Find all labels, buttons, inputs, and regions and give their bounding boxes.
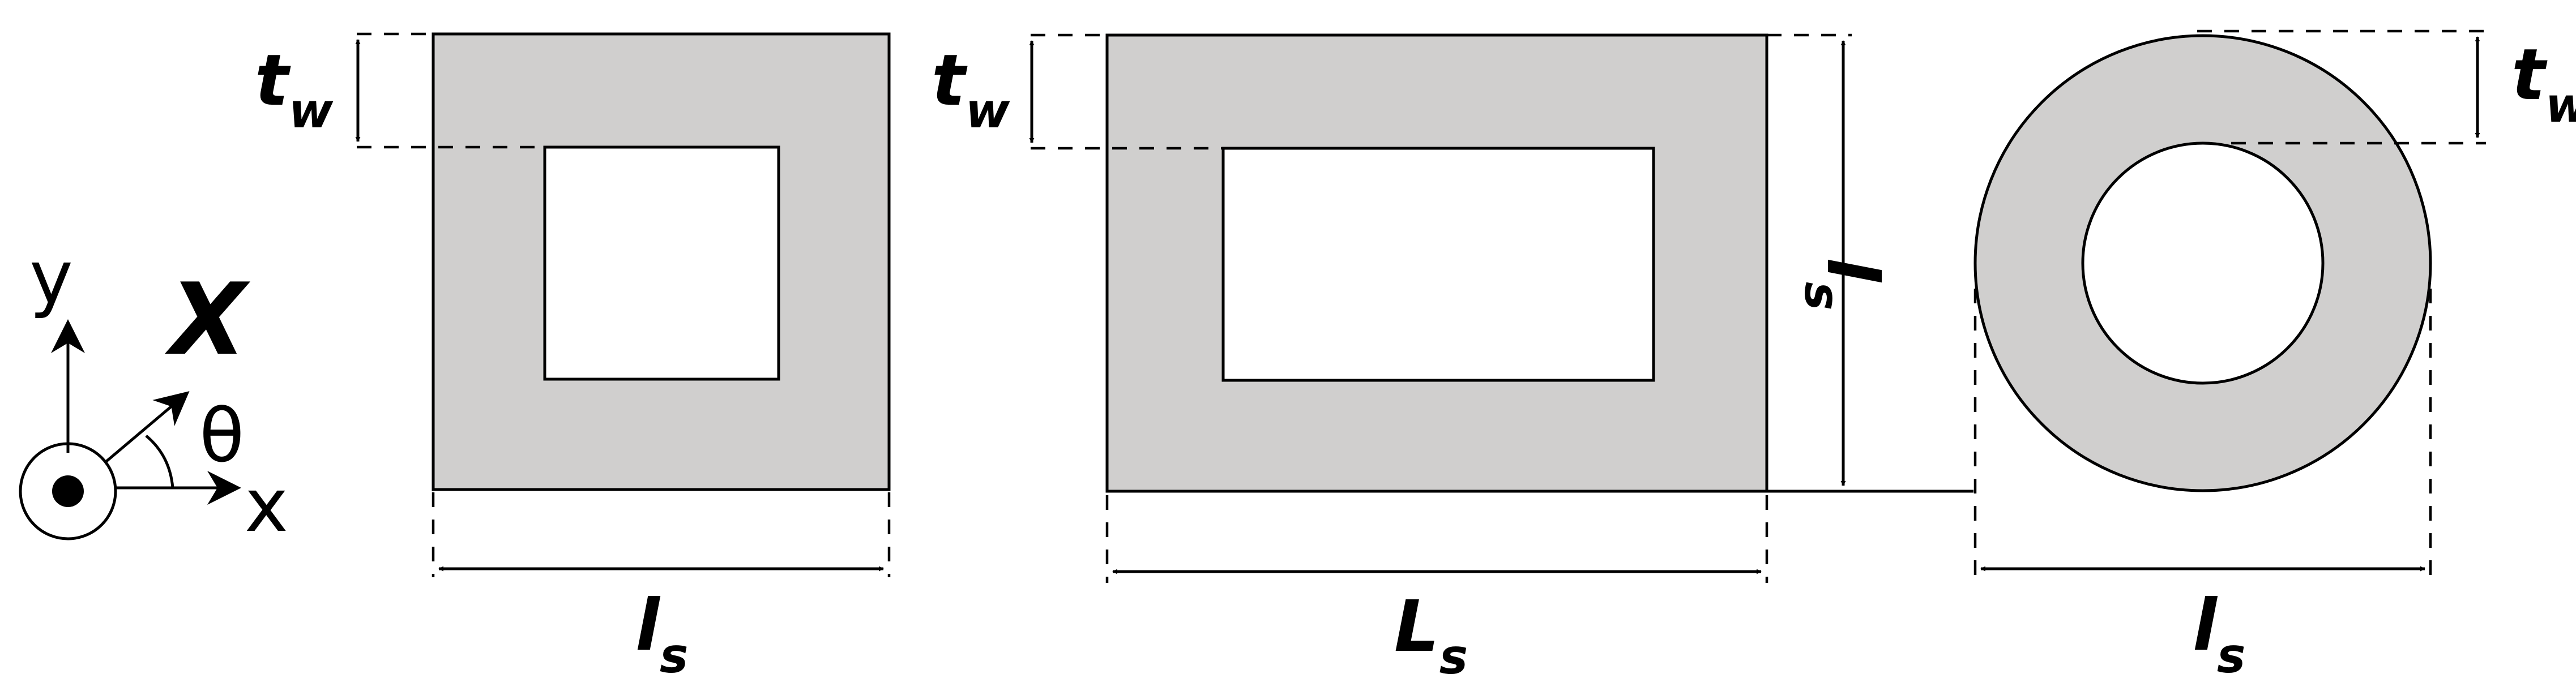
theta-direction-arrow	[105, 391, 190, 462]
circular-tube-hole	[2081, 141, 2325, 385]
wall-thickness-label: tw	[932, 40, 1010, 139]
z-axis-circle	[19, 442, 117, 540]
x-direction-label: X	[165, 263, 251, 377]
square-tube-section: tw ls	[255, 32, 891, 684]
diameter-label: ls	[2193, 585, 2245, 684]
side-length-label: ls	[635, 585, 688, 684]
z-axis-dot	[52, 475, 84, 507]
square-tube-hole	[543, 145, 780, 381]
circular-tube-section: tw ls	[1973, 29, 2576, 684]
height-label: ls	[1793, 257, 1893, 310]
wall-thickness-label: tw	[2511, 34, 2576, 134]
rectangular-tube-hole	[1221, 147, 1655, 382]
rectangular-tube-section: tw ls Ls	[932, 33, 1973, 685]
coordinate-axes: y x θ X	[19, 234, 288, 548]
long-side-label: Ls	[1394, 586, 1468, 685]
theta-angle-arc	[145, 435, 174, 488]
y-axis-label: y	[29, 234, 73, 320]
wall-thickness-label: tw	[255, 40, 334, 139]
x-axis-label: x	[245, 462, 288, 548]
theta-label: θ	[199, 393, 245, 479]
